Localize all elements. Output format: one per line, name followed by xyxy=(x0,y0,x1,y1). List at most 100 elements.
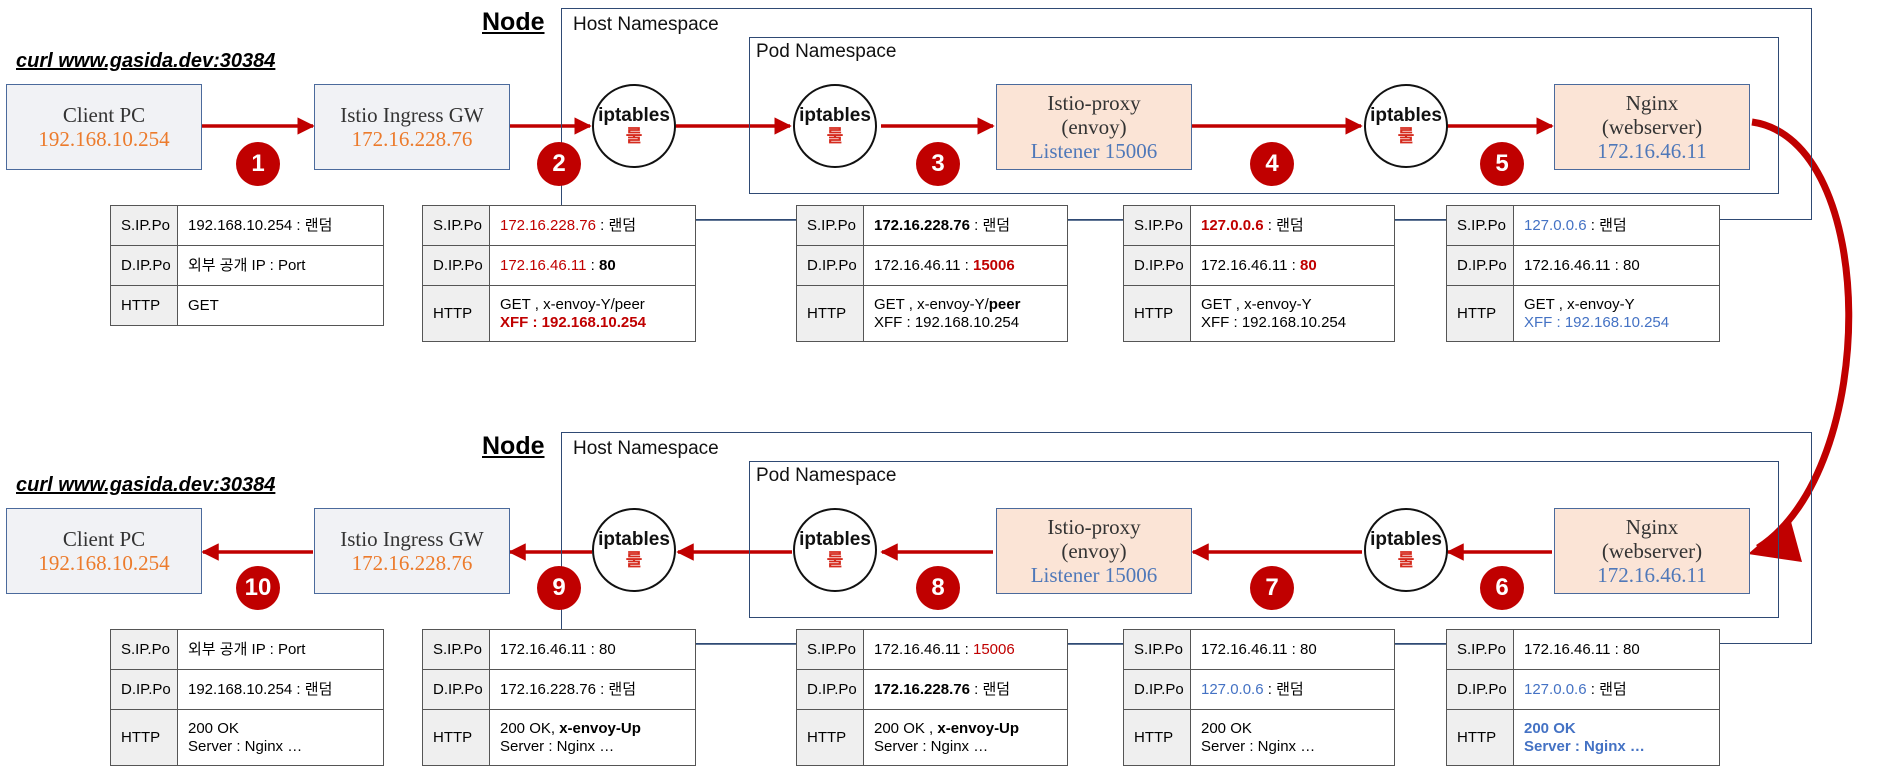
nginx-ip: 172.16.46.11 xyxy=(1597,563,1707,588)
curl-command: curl www.gasida.dev:30384 xyxy=(16,50,276,72)
packet-table-step-2: S.IP.Po 172.16.228.76 : 랜덤 D.IP.Po 172.1… xyxy=(422,205,696,342)
http-line-2: XFF : 192.168.10.254 xyxy=(874,313,1020,331)
sip-header: S.IP.Po xyxy=(110,629,178,670)
rule-label: 룰 xyxy=(826,125,844,146)
http-line-1: 200 OK, x-envoy-Up xyxy=(500,720,695,738)
sip-ip: 127.0.0.6 xyxy=(1201,216,1264,234)
iptables-label: iptables xyxy=(799,104,871,126)
dip-ip: 127.0.0.6 xyxy=(1201,680,1264,698)
dip-value: 172.16.46.11 : 15006 xyxy=(863,245,1068,286)
dip-value: 172.16.46.11 : 80 xyxy=(489,245,696,286)
sip-port: : 랜덤 xyxy=(1263,216,1304,234)
dip-ip: 172.16.46.11 xyxy=(500,256,587,274)
istio-proxy-box: Istio-proxy (envoy) Listener 15006 xyxy=(996,508,1192,594)
packet-table-step-4: S.IP.Po 127.0.0.6 : 랜덤 D.IP.Po 172.16.46… xyxy=(1123,205,1395,342)
http-envoy-header: x-envoy-Up xyxy=(559,719,641,737)
http-header: HTTP xyxy=(422,285,490,342)
http-line-1: GET , x-envoy-Y/peer xyxy=(874,296,1067,314)
http-line-2: XFF : 192.168.10.254 xyxy=(1201,313,1347,331)
sip-header: S.IP.Po xyxy=(1123,629,1191,670)
rule-label: 룰 xyxy=(625,125,643,146)
dip-value: 127.0.0.6 : 랜덤 xyxy=(1513,669,1720,710)
step-number-10: 10 xyxy=(236,566,280,610)
http-line-1: 200 OK xyxy=(1201,719,1252,737)
http-header: HTTP xyxy=(796,285,864,342)
sip-value: 172.16.46.11 : 15006 xyxy=(863,629,1068,670)
http-line-1: GET , x-envoy-Y/peer xyxy=(500,295,645,313)
dip-header: D.IP.Po xyxy=(1446,669,1514,710)
http-status: 200 OK, xyxy=(500,719,560,737)
sip-value: 172.16.46.11 : 80 xyxy=(489,629,696,670)
http-line-2: Server : Nginx … xyxy=(188,737,303,755)
dip-value: 172.16.46.11 : 80 xyxy=(1513,245,1720,286)
iptables-label: iptables xyxy=(598,104,670,126)
dip-value: 127.0.0.6 : 랜덤 xyxy=(1190,669,1395,710)
http-header: HTTP xyxy=(110,285,178,326)
node-label: Node xyxy=(482,8,545,36)
sip-header: S.IP.Po xyxy=(110,205,178,246)
step-number-6: 6 xyxy=(1480,566,1524,610)
dip-header: D.IP.Po xyxy=(110,669,178,710)
step-number-9: 9 xyxy=(537,566,581,610)
sip-header: S.IP.Po xyxy=(1123,205,1191,246)
pod-namespace-label: Pod Namespace xyxy=(756,41,897,62)
dip-ip: 172.16.46.11 : xyxy=(1201,256,1300,274)
client-pc-box: Client PC 192.168.10.254 xyxy=(6,508,202,594)
dip-port: : 랜덤 xyxy=(1263,680,1304,698)
client-pc-name: Client PC xyxy=(62,102,146,127)
dip-header: D.IP.Po xyxy=(1446,245,1514,286)
sip-port: : 랜덤 xyxy=(595,216,637,234)
sip-value: 172.16.228.76 : 랜덤 xyxy=(489,205,696,246)
http-header: HTTP xyxy=(1446,285,1514,342)
http-line-2: Server : Nginx … xyxy=(874,737,989,755)
sip-value: 127.0.0.6 : 랜덤 xyxy=(1190,205,1395,246)
dip-header: D.IP.Po xyxy=(796,669,864,710)
ingress-gw-box: Istio Ingress GW 172.16.228.76 xyxy=(314,508,510,594)
sip-value: 172.16.46.11 : 80 xyxy=(1190,629,1395,670)
step-number-2: 2 xyxy=(537,142,581,186)
sip-ip: 127.0.0.6 xyxy=(1524,216,1587,234)
sip-ip: 172.16.228.76 xyxy=(500,216,596,234)
dip-ip: 172.16.228.76 xyxy=(874,680,970,698)
sip-header: S.IP.Po xyxy=(796,205,864,246)
dip-header: D.IP.Po xyxy=(1123,669,1191,710)
istio-proxy-name: Istio-proxy xyxy=(1047,514,1141,539)
istio-proxy-listener: Listener 15006 xyxy=(1030,563,1158,588)
sip-header: S.IP.Po xyxy=(1446,205,1514,246)
http-header: HTTP xyxy=(1446,709,1514,766)
ingress-gw-ip: 172.16.228.76 xyxy=(351,127,473,151)
dip-port: : 랜덤 xyxy=(1586,680,1627,698)
http-line-2: Server : Nginx … xyxy=(500,737,615,755)
node-label: Node xyxy=(482,432,545,460)
sip-port: 15006 xyxy=(972,640,1015,658)
pod-namespace-label: Pod Namespace xyxy=(756,465,897,486)
sip-port: : 랜덤 xyxy=(969,216,1011,234)
turnaround-arrow xyxy=(1751,118,1853,551)
client-pc-box: Client PC 192.168.10.254 xyxy=(6,84,202,170)
step-number-1: 1 xyxy=(236,142,280,186)
istio-proxy-box: Istio-proxy (envoy) Listener 15006 xyxy=(996,84,1192,170)
client-pc-ip: 192.168.10.254 xyxy=(38,551,170,575)
packet-table-step-5: S.IP.Po 127.0.0.6 : 랜덤 D.IP.Po 172.16.46… xyxy=(1446,205,1720,342)
iptables-rule: iptables 룰 xyxy=(592,84,676,168)
dip-port: 80 xyxy=(1299,256,1317,274)
http-header: HTTP xyxy=(422,709,490,766)
http-peer: peer xyxy=(988,295,1021,313)
dip-header: D.IP.Po xyxy=(110,245,178,286)
dip-header: D.IP.Po xyxy=(1123,245,1191,286)
step-number-5: 5 xyxy=(1480,142,1524,186)
pod-namespace-frame xyxy=(749,461,1779,618)
http-line-2: XFF : 192.168.10.254 xyxy=(500,313,646,331)
sip-header: S.IP.Po xyxy=(1446,629,1514,670)
sip-value: 127.0.0.6 : 랜덤 xyxy=(1513,205,1720,246)
sip-header: S.IP.Po xyxy=(422,205,490,246)
host-namespace-label: Host Namespace xyxy=(573,438,719,459)
